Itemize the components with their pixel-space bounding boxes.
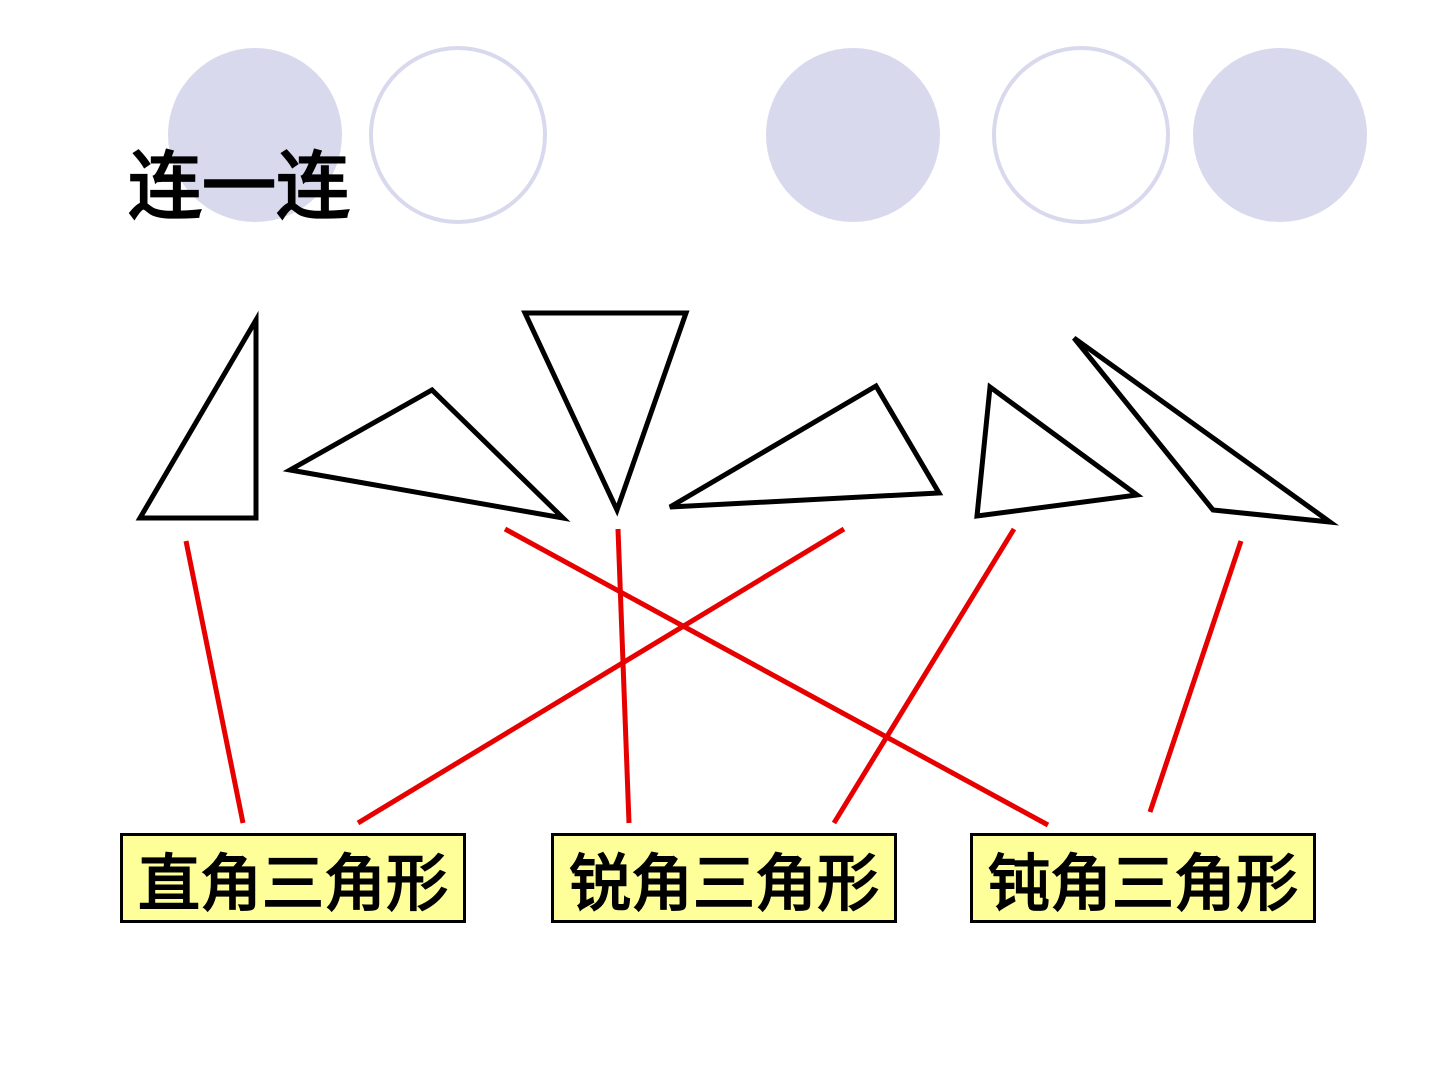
label-right-triangle: 直角三角形 bbox=[120, 833, 466, 923]
triangle-3 bbox=[521, 310, 690, 517]
triangle-1 bbox=[135, 310, 259, 521]
label-acute-triangle: 锐角三角形 bbox=[551, 833, 897, 923]
page-title: 连一连 bbox=[128, 144, 350, 230]
decor-circle-filled-2 bbox=[766, 48, 940, 222]
triangle-4 bbox=[668, 382, 944, 510]
connector-t5-acute bbox=[831, 527, 1017, 825]
decor-circle-filled-3 bbox=[1193, 48, 1367, 222]
connector-t2-obtuse bbox=[503, 526, 1050, 828]
label-obtuse-triangle: 钝角三角形 bbox=[970, 833, 1316, 923]
decor-circle-outline-1 bbox=[369, 46, 547, 224]
connector-t1-right bbox=[183, 540, 246, 824]
connector-t6-obtuse bbox=[1147, 540, 1244, 813]
connector-t3-acute bbox=[615, 528, 632, 824]
triangle-2 bbox=[282, 386, 571, 522]
connector-t4-right bbox=[356, 526, 846, 826]
triangle-6 bbox=[1072, 335, 1340, 526]
decor-circle-filled-1 bbox=[168, 48, 342, 222]
triangle-5 bbox=[974, 382, 1144, 519]
decor-circle-outline-2 bbox=[992, 46, 1170, 224]
